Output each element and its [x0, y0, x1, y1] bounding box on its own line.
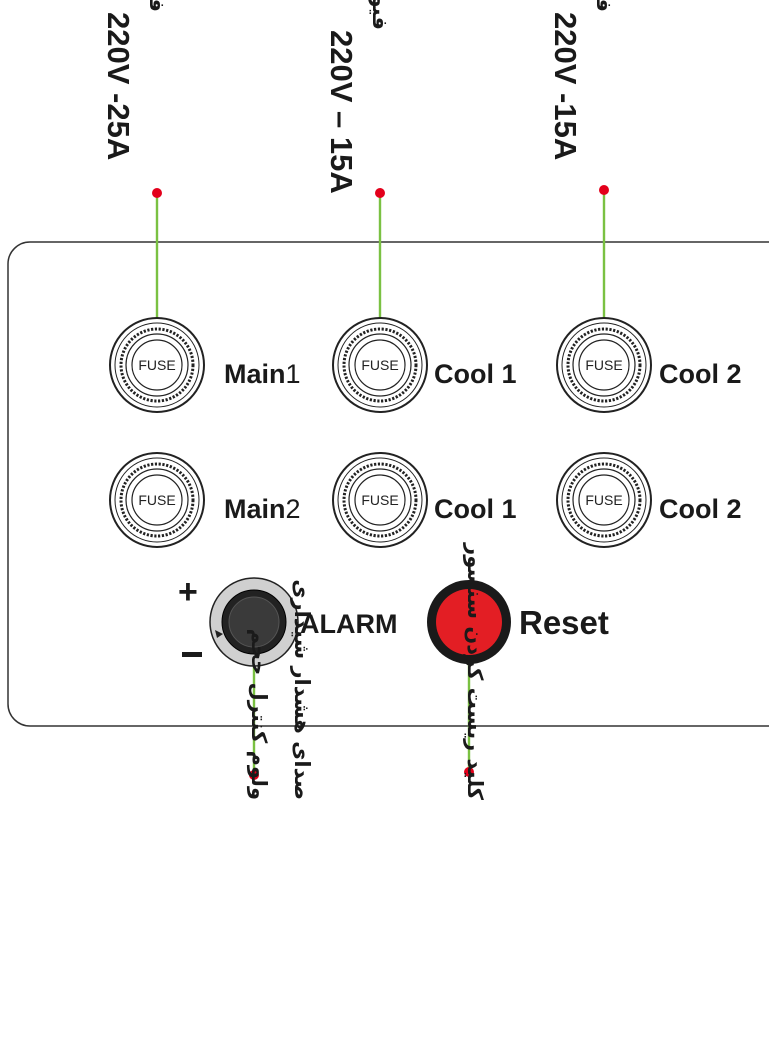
top-callout-main: فیوز برق ورودی 220V -25A [101, 0, 169, 160]
fuse-label-main-1: Main1 [224, 359, 301, 389]
top-callout-compressor: فیوز کمپرسور 220V – 15A [324, 0, 392, 194]
top-callout-spec: 220V -15A [548, 12, 583, 160]
fuse-holder-cool-1[interactable]: FUSE [331, 316, 429, 414]
bottom-callout-line1: ولوم کنترل حجم [247, 629, 271, 801]
callout-dot [249, 770, 259, 780]
bottom-callout-reset: کلید ریست کردن سنسور [463, 542, 487, 801]
top-callout-power-supply: فیوز منبع تغذیه 220V -15A [548, 0, 616, 160]
reset-button[interactable] [427, 580, 511, 664]
callout-dot [375, 188, 385, 198]
alarm-plus-sign: + [178, 573, 198, 611]
fuse-holder-main-1[interactable]: FUSE [108, 316, 206, 414]
top-callout-spec: 220V – 15A [324, 30, 359, 194]
fuse-label-cool-1: Cool 1 [434, 359, 517, 389]
fuse-text: FUSE [361, 492, 398, 508]
callout-dot [464, 767, 474, 777]
fuse-text: FUSE [585, 492, 622, 508]
reset-label: Reset [519, 604, 609, 641]
top-callout-title: فیوز کمپرسور [368, 0, 392, 30]
fuse-label-main-2: Main2 [224, 494, 301, 524]
top-callout-spec: 220V -25A [101, 12, 136, 160]
fuse-text: FUSE [585, 357, 622, 373]
alarm-volume-knob[interactable] [209, 577, 299, 667]
callout-dots [152, 185, 609, 780]
callout-dot [152, 188, 162, 198]
leader-lines [155, 190, 606, 775]
alarm-minus-sign [182, 652, 202, 657]
fuse-holder-cool-2-b[interactable]: FUSE [555, 451, 653, 549]
fuse-holder-main-2[interactable]: FUSE [108, 451, 206, 549]
fuse-label-cool-2-b: Cool 2 [659, 494, 742, 524]
alarm-label: ALARM [300, 609, 397, 639]
fuse-text: FUSE [138, 492, 175, 508]
top-callout-title: فیوز منبع تغذیه [592, 0, 616, 12]
callout-dot [599, 185, 609, 195]
fuse-text: FUSE [361, 357, 398, 373]
bottom-callout-line1: کلید ریست کردن سنسور [463, 542, 487, 801]
top-callout-title: فیوز برق ورودی [145, 0, 169, 12]
fuse-text: FUSE [138, 357, 175, 373]
fuse-label-cool-2: Cool 2 [659, 359, 742, 389]
fuse-holder-cool-1-b[interactable]: FUSE [331, 451, 429, 549]
bottom-callout-line2: صدای هشدار شیداری [290, 579, 314, 800]
fuse-label-cool-1-b: Cool 1 [434, 494, 517, 524]
fuse-holder-cool-2[interactable]: FUSE [555, 316, 653, 414]
bottom-callout-alarm-volume: ولوم کنترل حجم صدای هشدار شیداری [247, 579, 314, 800]
